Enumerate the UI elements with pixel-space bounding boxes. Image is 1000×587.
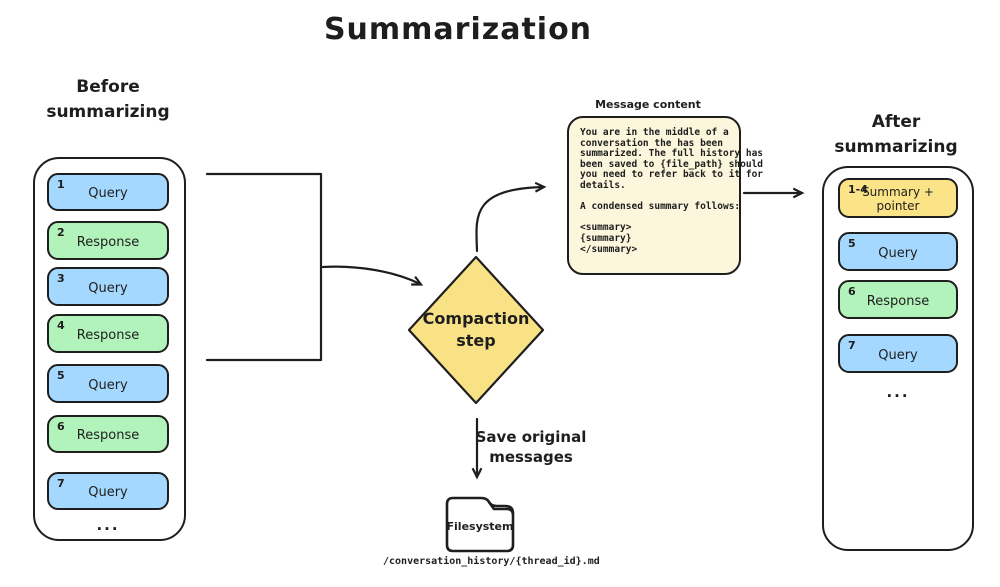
message-label: Query <box>878 245 918 261</box>
message-content-note <box>567 116 741 275</box>
before-heading: Before summarizing <box>46 77 170 122</box>
message-label: Query <box>88 485 128 500</box>
after-heading: After summarizing <box>834 112 958 157</box>
message-box-response-4: 4 Response <box>47 314 169 353</box>
message-box-query-5: 5 Query <box>47 364 169 403</box>
message-box-summary-1-4: 1-4 Summary + pointer <box>838 178 958 218</box>
message-number: 2 <box>57 226 65 239</box>
message-number: 1-4 <box>848 183 868 196</box>
message-box-response-6: 6 Response <box>47 415 169 453</box>
note-title: Message content <box>595 98 701 111</box>
message-number: 4 <box>57 319 65 332</box>
message-label: Summary + pointer <box>862 185 934 213</box>
message-box-query-7: 7 Query <box>47 472 169 510</box>
message-label: Response <box>76 428 140 443</box>
note-body: You are in the middle of a conversation … <box>580 127 764 255</box>
message-number: 6 <box>57 420 65 433</box>
message-box-query-1: 1 Query <box>47 173 169 211</box>
message-number: 3 <box>57 272 65 285</box>
message-number: 7 <box>57 477 65 490</box>
message-label: Query <box>88 280 128 296</box>
message-label: Response <box>76 234 140 250</box>
arrow-bracket-to-compaction <box>321 265 420 284</box>
compaction-step-label: Compaction step <box>422 309 530 350</box>
message-label: Response <box>76 327 140 343</box>
arrow-compaction-to-note <box>475 187 543 253</box>
message-number: 5 <box>57 369 65 382</box>
folder-icon <box>445 496 515 553</box>
message-number: 5 <box>848 237 856 250</box>
message-box-query-7-after: 7 Query <box>838 334 958 373</box>
message-number: 1 <box>57 178 65 191</box>
after-ellipsis: ... <box>886 383 910 401</box>
message-label: Query <box>878 347 918 363</box>
message-label: Query <box>88 377 128 393</box>
filesystem-label: Filesystem <box>446 520 514 533</box>
save-original-label: Save original messages <box>475 428 587 466</box>
message-number: 6 <box>848 285 856 298</box>
message-box-response-6-after: 6 Response <box>838 280 958 319</box>
message-number: 7 <box>848 339 856 352</box>
bracket-lines <box>205 172 323 362</box>
page-title: Summarization <box>323 12 593 47</box>
message-label: Query <box>88 186 128 201</box>
before-ellipsis: ... <box>96 516 120 534</box>
message-box-response-2: 2 Response <box>47 221 169 260</box>
message-box-query-5-after: 5 Query <box>838 232 958 271</box>
filesystem-path: /conversation_history/{thread_id}.md <box>383 556 600 567</box>
message-box-query-3: 3 Query <box>47 267 169 306</box>
compaction-diamond <box>407 255 545 405</box>
message-label: Response <box>866 293 930 309</box>
